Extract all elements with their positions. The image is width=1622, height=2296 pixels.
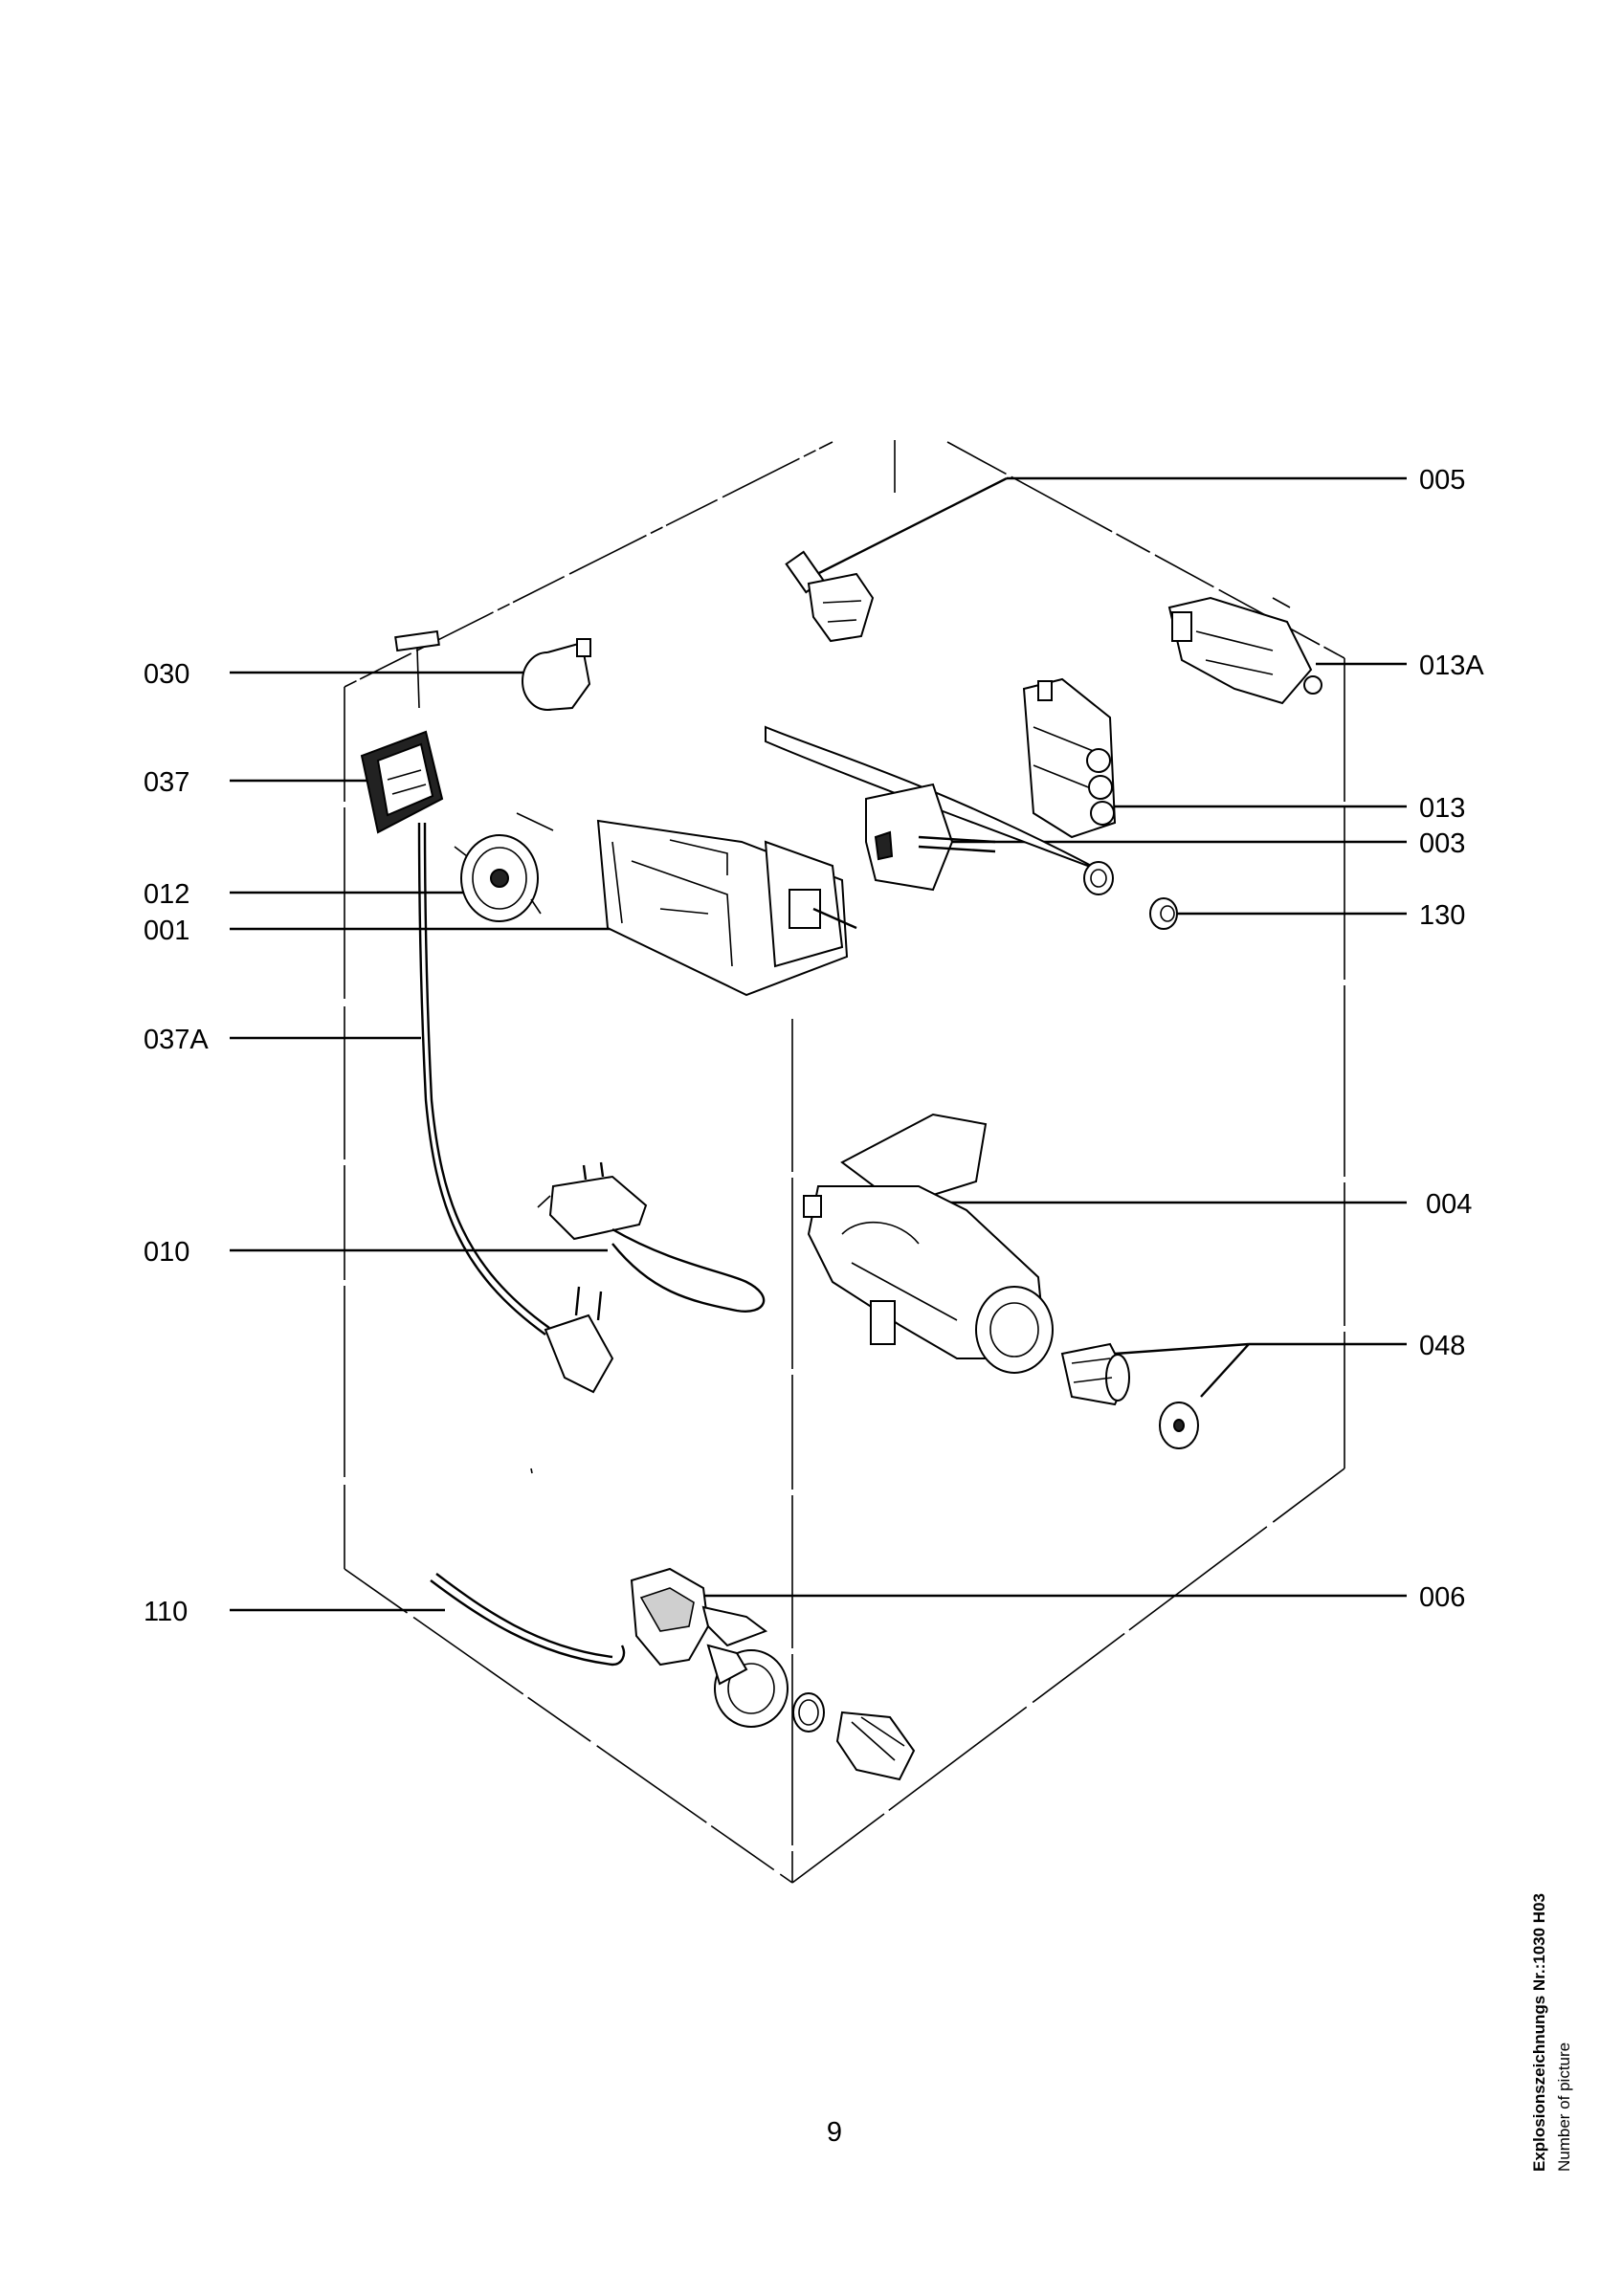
label-013: 013 (1419, 793, 1465, 824)
label-010: 010 (144, 1237, 189, 1268)
label-001: 001 (144, 916, 189, 946)
label-037A: 037A (144, 1025, 209, 1055)
label-005: 005 (1419, 465, 1465, 496)
part-number-labels: 005 030 013A 037 013 003 012 001 130 037… (144, 465, 1484, 1627)
label-013A: 013A (1419, 651, 1484, 681)
part-carbon-brush-048 (1060, 1342, 1199, 1449)
label-037: 037 (144, 767, 189, 798)
part-interference-filter-037 (360, 629, 444, 834)
part-selector-switch-003 (765, 725, 1101, 892)
part-heating-element-010 (537, 1161, 766, 1313)
part-thermostat-005 (785, 550, 875, 643)
part-door-lock-013A (1167, 596, 1322, 705)
part-mains-cable-037A (417, 822, 614, 1394)
part-washer-003 (1083, 861, 1114, 895)
label-130: 130 (1419, 900, 1465, 931)
label-003: 003 (1419, 828, 1465, 859)
label-006: 006 (1419, 1582, 1465, 1613)
part-grommet-130 (1149, 897, 1178, 930)
part-cap-030 (522, 638, 591, 711)
part-motor-004 (803, 1113, 1054, 1374)
side-note-drawing-number: Explosionszeichnungs Nr.:1030 H03 (1530, 1893, 1548, 2172)
part-drain-pump-006 (630, 1567, 916, 1781)
label-004: 004 (1426, 1189, 1472, 1220)
part-hose-110 (430, 1573, 626, 1667)
part-switch-block-013 (1022, 677, 1117, 839)
leader-lines (230, 476, 1407, 1612)
label-030: 030 (144, 659, 189, 690)
side-note-caption: Number of picture (1555, 2042, 1573, 2172)
label-012: 012 (144, 879, 189, 910)
part-timer-001 (596, 819, 857, 997)
page-number: 9 (827, 2117, 842, 2148)
label-048: 048 (1419, 1331, 1465, 1361)
label-110: 110 (144, 1597, 188, 1627)
part-pressure-switch-012 (454, 834, 542, 922)
side-note: Explosionszeichnungs Nr.:1030 H03 Number… (1530, 1893, 1573, 2172)
